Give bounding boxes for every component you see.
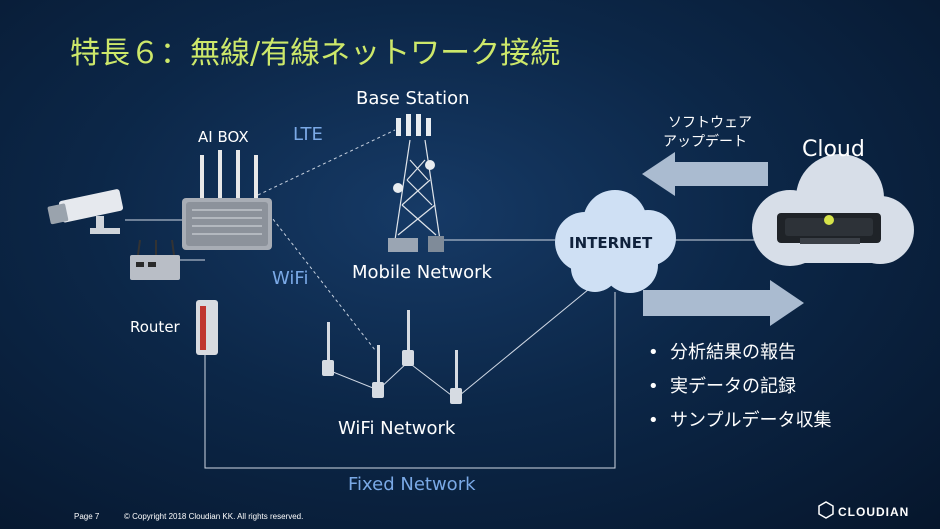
fixed-network-label: Fixed Network — [348, 474, 476, 495]
cloud-label: Cloud — [802, 137, 865, 162]
wifi-node-icon — [372, 345, 384, 398]
wifi-mesh-line — [327, 361, 456, 399]
bullet-item: サンプルデータ収集 — [648, 408, 831, 442]
router-icon — [196, 300, 218, 355]
fixed-network-line — [204, 292, 616, 469]
update-arrow — [642, 152, 768, 196]
wifi-node-icon — [402, 310, 414, 366]
lte-label: LTE — [293, 124, 323, 145]
wifi-mesh-nodes — [322, 310, 462, 404]
wifi-node-icon — [450, 350, 462, 404]
software-update-label-line2: アップデート — [663, 134, 747, 150]
wifi-node-icon — [322, 322, 334, 376]
wifi-link — [261, 204, 376, 351]
brand-name: CLOUDIAN — [838, 505, 910, 519]
wifi-label: WiFi — [272, 268, 309, 289]
wireless-links — [257, 129, 396, 351]
upload-arrow — [643, 280, 804, 326]
wifi-to-internet-line — [459, 279, 601, 396]
base-station-tower-icon — [388, 114, 444, 252]
cloud-appliance-icon — [777, 213, 881, 244]
ai-box-icon — [182, 150, 272, 250]
ai-box-label: AI BOX — [198, 128, 249, 146]
mini-pc-icon — [130, 239, 180, 280]
cloudian-logo-icon — [818, 501, 834, 519]
camera-icon — [47, 189, 124, 234]
internet-cloud-icon — [555, 190, 676, 293]
feature-bullet-list: 分析結果の報告 実データの記録 サンプルデータ収集 — [648, 340, 831, 442]
router-label: Router — [130, 318, 180, 336]
base-station-label: Base Station — [356, 88, 470, 109]
cloud-icon — [752, 154, 914, 266]
lte-link — [257, 129, 396, 196]
connection-lines — [125, 219, 760, 469]
internet-label: INTERNET — [569, 234, 653, 252]
bullet-item: 実データの記録 — [648, 374, 831, 408]
wifi-network-label: WiFi Network — [338, 418, 456, 439]
mobile-network-label: Mobile Network — [352, 262, 492, 283]
slide-title: 特長６：無線/有線ネットワーク接続 — [70, 36, 561, 71]
page-number: Page 7 — [74, 512, 100, 521]
bullet-item: 分析結果の報告 — [648, 340, 831, 374]
copyright: © Copyright 2018 Cloudian KK. All rights… — [124, 512, 304, 521]
software-update-label-line1: ソフトウェア — [668, 115, 752, 131]
